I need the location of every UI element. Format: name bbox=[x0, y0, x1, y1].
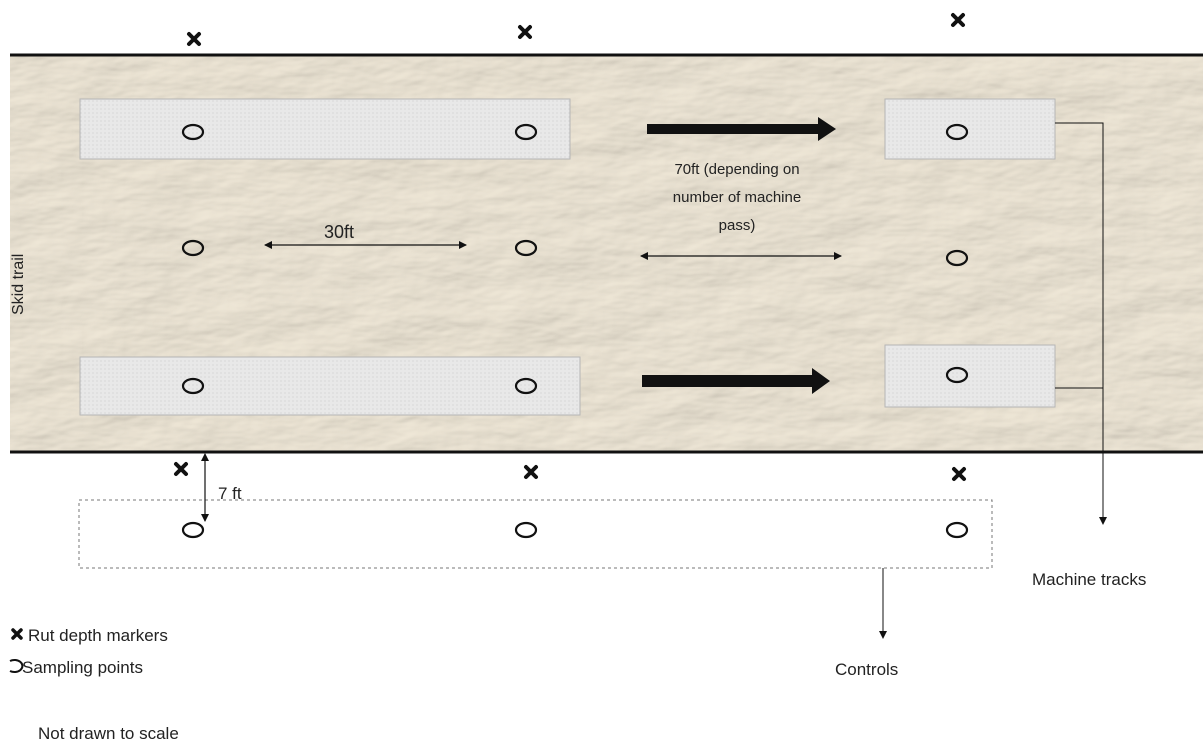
sampling-point bbox=[514, 239, 538, 257]
scale-footnote: Not drawn to scale bbox=[38, 724, 179, 742]
sampling-points bbox=[181, 123, 969, 539]
legend-sampling-points: Sampling points bbox=[22, 658, 143, 677]
sampling-point bbox=[514, 123, 538, 141]
sampling-point bbox=[945, 366, 969, 384]
skid-trail-label: Skid trail bbox=[10, 254, 27, 315]
machine-track-top-left bbox=[79, 98, 571, 160]
controls-box bbox=[78, 499, 993, 569]
controls-label: Controls bbox=[835, 660, 898, 679]
rut-marker bbox=[518, 25, 532, 39]
distance-30ft-label: 30ft bbox=[324, 222, 354, 242]
rut-depth-markers bbox=[174, 13, 966, 481]
cross-icon bbox=[11, 628, 23, 640]
control-offset-label: 7 ft bbox=[218, 484, 242, 503]
machine-track-bottom-right bbox=[884, 344, 1056, 408]
rut-marker bbox=[952, 467, 966, 481]
rut-marker bbox=[187, 32, 201, 46]
distance-note-line-2: number of machine bbox=[673, 189, 801, 206]
sampling-point bbox=[514, 377, 538, 395]
sampling-point bbox=[514, 521, 538, 539]
direction-arrow-top bbox=[647, 117, 836, 141]
rut-marker bbox=[524, 465, 538, 479]
direction-arrows bbox=[642, 117, 836, 394]
legend-rut-markers: Rut depth markers bbox=[28, 626, 168, 645]
rut-marker bbox=[951, 13, 965, 27]
ellipse-icon bbox=[9, 659, 24, 673]
sampling-point bbox=[181, 521, 205, 539]
machine-tracks-label: Machine tracks bbox=[1032, 570, 1146, 589]
distance-note-line-3: pass) bbox=[719, 217, 756, 234]
rut-marker bbox=[174, 462, 188, 476]
sampling-point bbox=[945, 249, 969, 267]
direction-arrow-bottom bbox=[642, 368, 830, 394]
sampling-point bbox=[181, 377, 205, 395]
machine-track-top-right bbox=[884, 98, 1056, 160]
distance-note-line-1: 70ft (depending on bbox=[674, 161, 799, 178]
machine-tracks-connector bbox=[1055, 122, 1107, 525]
sampling-point bbox=[945, 521, 969, 539]
machine-track-bottom-left bbox=[79, 356, 581, 416]
legend: Rut depth markers Sampling points bbox=[9, 626, 168, 677]
sampling-point bbox=[181, 123, 205, 141]
sampling-point bbox=[945, 123, 969, 141]
sampling-point bbox=[181, 239, 205, 257]
